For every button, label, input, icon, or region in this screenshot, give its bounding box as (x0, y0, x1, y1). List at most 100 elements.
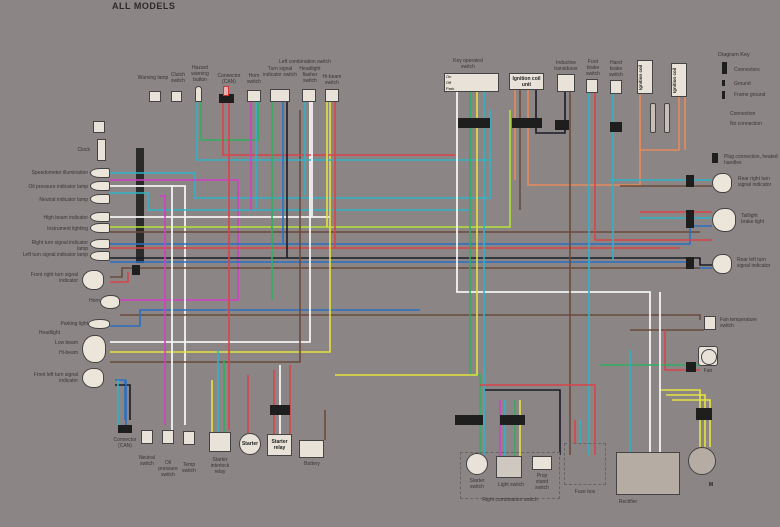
ignition-coil-1: Ignition coil (637, 60, 653, 94)
temp-switch-label: Temp switch (182, 462, 196, 474)
connector-block-12 (696, 408, 712, 420)
clutch-switch (171, 91, 182, 102)
oil-pressure-lamp-label: Oil pressure indicator lamp (28, 184, 88, 190)
heated-handles-plug-icon (712, 153, 718, 163)
neutral-switch (141, 430, 153, 444)
clock-connector (93, 121, 105, 133)
prop-stand-switch-label: Prop stand switch (535, 473, 549, 491)
wire-yellow-gen3 (672, 399, 711, 447)
wire-green-key (469, 92, 481, 455)
front-left-turn-label: Front left turn signal indicator (33, 372, 78, 384)
connector-block-11 (686, 362, 696, 372)
title-fragment: ALL MODELS (112, 1, 176, 11)
wire-yellow-gen1 (660, 389, 701, 447)
fuse-box (564, 443, 606, 485)
wire-black-lt (110, 257, 712, 266)
wire-magenta-horn (110, 179, 239, 301)
neutral-lamp-label: Neutral indicator lamp (39, 197, 88, 203)
fan (698, 346, 718, 366)
wire-yellow-gen2 (666, 394, 706, 447)
wire-red-can (222, 103, 455, 156)
low-beam-label: Low beam (54, 340, 78, 346)
instrument-lighting-label: Instrument lighting (47, 226, 88, 232)
wire-red-frt (110, 272, 129, 283)
oil-pressure-switch-label: Oil pressure switch (158, 460, 178, 478)
light-switch-label: Light switch (497, 482, 525, 488)
spark-plug-1-icon (650, 103, 656, 133)
ignition-coil-unit-label: Ignition coil unit (512, 75, 541, 88)
foot-brake-switch (586, 79, 598, 93)
left-turn-lamp-label: Left turn signal indicator lamp (22, 252, 88, 258)
starter-relay-label: Starter relay (271, 439, 288, 451)
key-no-connection: No connection (730, 121, 762, 127)
right-combination-switch-outline (460, 452, 560, 499)
connector-block-0 (458, 118, 490, 128)
wire-red-fuse (480, 384, 596, 455)
indicator-lamp-2 (90, 194, 110, 204)
taillight-label: Taillight brake light (741, 213, 765, 225)
connector-can-top (219, 94, 234, 103)
high-beam-indicator-label: High beam indicator (43, 215, 88, 221)
key-position-on: On (446, 74, 452, 79)
headlight-flasher-switch (302, 89, 316, 102)
wire-blue-fl (115, 379, 126, 420)
fan-temp-switch-label: Fan temperature switch (720, 317, 757, 329)
speedometer-illumination-label: Speedometer illumination (31, 170, 88, 176)
wire-blue-parking (110, 309, 420, 327)
wire-lime-instrument (110, 110, 511, 228)
connector-block-7 (270, 405, 290, 415)
left-combination-switch-label: Left combination switch (279, 59, 331, 65)
wire-yellow-hibeam (110, 100, 331, 353)
starter-interlock-relay-label: Starter interlock relay (210, 457, 230, 475)
temp-switch (183, 431, 195, 445)
inductive-transducer-label: Inductive transducer (554, 60, 578, 72)
indicator-lamp-1 (90, 181, 110, 191)
key-ground: Ground (734, 81, 751, 87)
connector-block-3 (610, 122, 622, 132)
clutch-switch-label: Clutch switch (170, 72, 186, 84)
diagram-key-title: Diagram Key (718, 52, 750, 58)
light-switch (496, 456, 522, 478)
wire-magenta-temp (160, 195, 166, 425)
rear-right-turn-label: Rear right turn signal indicator (738, 176, 772, 188)
connector-can-bottom-label: Connector (CAN) (113, 437, 137, 449)
wire-white-lowbeam (110, 100, 311, 343)
key-frame-ground: Frame ground (734, 92, 766, 98)
horn-icon (100, 295, 120, 309)
starter-relay: Starter relay (267, 434, 292, 456)
warning-lamp-label: Warning lamp (137, 75, 169, 81)
horn-label: Horn (89, 298, 100, 304)
wire-black-fl (115, 384, 131, 420)
warning-lamp (149, 91, 161, 102)
front-left-turn-indicator (82, 368, 104, 388)
parking-light-label: Parking light (60, 321, 88, 327)
key-switch-label: Key operated switch (453, 58, 483, 70)
connector-can-bottom (118, 425, 132, 433)
connector-block-4 (132, 265, 140, 275)
connector-block-6 (500, 415, 525, 425)
wire-blue-rt (110, 225, 712, 245)
connector-can-top-fuse (223, 86, 229, 96)
connector-block-2 (555, 120, 569, 130)
wire-yellow-key (335, 92, 478, 376)
wire-white-neutral (170, 185, 173, 430)
rear-left-turn-indicator (712, 254, 732, 274)
wire-orange-coil3 (639, 97, 680, 151)
ignition-coil-1-label: Ignition coil (638, 64, 643, 90)
fan-label: Fan (703, 368, 713, 374)
oil-pressure-switch (162, 430, 174, 444)
hi-beam-label: Hi-beam (59, 350, 78, 356)
fan-icon (701, 349, 717, 365)
turn-signal-switch (270, 89, 290, 102)
ignition-coil-2: Ignition coil (671, 63, 687, 97)
wire-white-key (456, 92, 651, 455)
neutral-switch-label: Neutral switch (138, 455, 156, 467)
indicator-lamp-0 (90, 168, 110, 178)
foot-brake-switch-label: Foot brake switch (586, 59, 600, 77)
generator-label: M (708, 482, 714, 488)
hand-brake-switch (610, 80, 622, 94)
fuse-box-label: Fuse box (574, 489, 596, 495)
right-turn-lamp-label: Right turn signal indicator lamp (31, 240, 88, 252)
connector-block-5 (455, 415, 483, 425)
prop-stand-switch (532, 456, 552, 470)
